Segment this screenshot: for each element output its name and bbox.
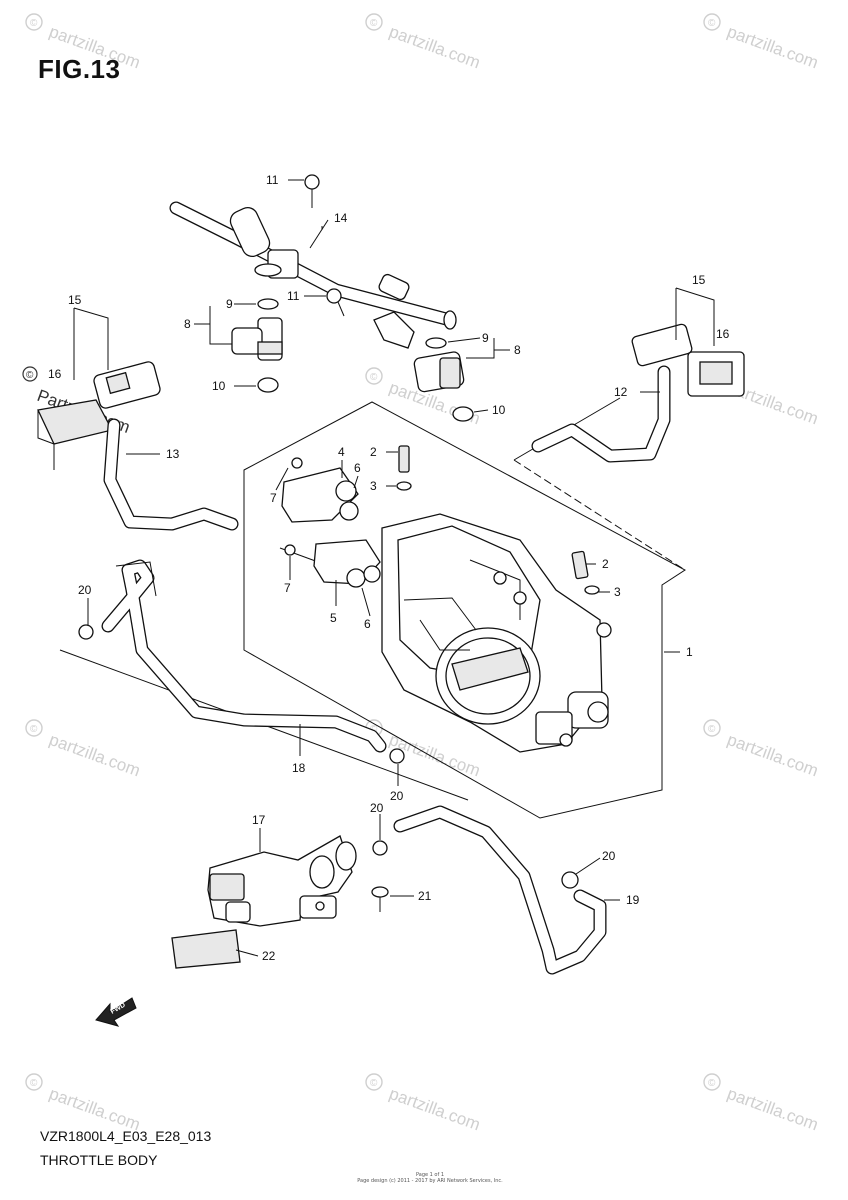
svg-text:©: © — [708, 724, 716, 735]
callout-20-a: 20 — [78, 583, 92, 597]
solenoid-valve — [207, 835, 357, 927]
bolt-2-upper — [396, 445, 412, 491]
throttle-body — [381, 513, 612, 753]
screw-11-top — [304, 174, 320, 208]
callout-21: 21 — [418, 889, 432, 903]
callout-3-lower: 3 — [614, 585, 621, 599]
callout-11-mid: 11 — [287, 289, 300, 303]
fuel-delivery-pipe — [169, 201, 457, 349]
svg-text:©: © — [370, 724, 378, 735]
svg-text:©: © — [30, 1078, 38, 1089]
assembly-outline — [59, 397, 686, 819]
svg-text:©: © — [370, 372, 378, 383]
callout-14: 14 — [334, 211, 348, 225]
throttle-position-sensor — [281, 457, 359, 523]
callouts: 11 14 11 9 8 10 9 8 10 15 16 15 16 12 13… — [48, 173, 730, 963]
svg-text:partzilla.com: partzilla.com — [725, 1084, 821, 1134]
clamp-20-b — [389, 748, 405, 764]
fine-print-line-2: Page design (c) 2011 - 2017 by ARI Netwo… — [357, 1178, 503, 1184]
bolt-2-lower — [571, 550, 600, 595]
pad-22 — [171, 929, 241, 969]
screw-21 — [371, 886, 389, 912]
leader-lines — [73, 179, 715, 957]
sensor-connector-right — [631, 323, 745, 397]
svg-text:©: © — [708, 18, 716, 29]
sensor-connector-left — [37, 361, 161, 470]
callout-7-upper: 7 — [270, 491, 277, 505]
callout-18: 18 — [292, 761, 306, 775]
callout-20-c: 20 — [370, 801, 384, 815]
svg-text:partzilla.com: partzilla.com — [47, 1084, 143, 1134]
callout-10-right: 10 — [492, 403, 506, 417]
callout-9-right: 9 — [482, 331, 489, 345]
callout-20-d: 20 — [602, 849, 616, 863]
svg-text:partzilla.com: partzilla.com — [47, 730, 143, 780]
callout-5: 5 — [330, 611, 337, 625]
svg-text:©: © — [370, 1078, 378, 1089]
callout-19: 19 — [626, 893, 640, 907]
svg-text:©: © — [370, 18, 378, 29]
callout-13: 13 — [166, 447, 180, 461]
watermark-lower-left: © partzilla.com — [25, 719, 143, 780]
callout-17: 17 — [252, 813, 266, 827]
injector-left — [231, 298, 283, 393]
vacuum-hose-18 — [101, 559, 387, 753]
callout-7-lower: 7 — [284, 581, 291, 595]
vacuum-hose-13 — [103, 418, 239, 531]
svg-text:partzilla.com: partzilla.com — [387, 1084, 483, 1134]
injector-right — [413, 337, 474, 422]
callout-16-right: 16 — [716, 327, 730, 341]
clamp-20-a — [78, 624, 94, 640]
figure-title: FIG.13 — [38, 54, 121, 84]
callout-3-upper: 3 — [370, 479, 377, 493]
callout-12: 12 — [614, 385, 628, 399]
callout-15-left: 15 — [68, 293, 82, 307]
svg-text:©: © — [708, 1078, 716, 1089]
callout-22: 22 — [262, 949, 276, 963]
callout-6-upper: 6 — [354, 461, 361, 475]
callout-2-upper: 2 — [370, 445, 377, 459]
fine-print: Page 1 of 1 Page design (c) 2011 - 2017 … — [350, 1172, 510, 1184]
watermark-bottom-center: © partzilla.com — [365, 1073, 483, 1134]
clamp-20-c — [372, 840, 388, 856]
callout-20-b: 20 — [390, 789, 404, 803]
fwd-arrow-icon: FWD — [95, 997, 137, 1027]
callout-15-right: 15 — [692, 273, 706, 287]
clamp-20-d — [561, 871, 579, 889]
callout-8-left: 8 — [184, 317, 191, 331]
svg-text:©: © — [30, 724, 38, 735]
watermark-bottom-right: © partzilla.com — [703, 1073, 821, 1134]
screw-11-mid — [326, 288, 345, 317]
callout-16-left: 16 — [48, 367, 62, 381]
diagram-name: THROTTLE BODY — [40, 1152, 158, 1168]
callout-11-top: 11 — [266, 173, 279, 187]
callout-4: 4 — [338, 445, 345, 459]
callout-1: 1 — [686, 645, 693, 659]
svg-text:partzilla.com: partzilla.com — [387, 22, 483, 72]
callout-2-lower: 2 — [602, 557, 609, 571]
diagram-code: VZR1800L4_E03_E28_013 — [40, 1128, 212, 1144]
callout-8-right: 8 — [514, 343, 521, 357]
svg-text:partzilla.com: partzilla.com — [725, 730, 821, 780]
svg-text:©: © — [30, 18, 38, 29]
svg-text:©: © — [26, 370, 34, 381]
vacuum-hose-12 — [531, 365, 671, 463]
watermark-top-left: © partzilla.com — [25, 13, 143, 72]
callout-6-lower: 6 — [364, 617, 371, 631]
fine-print-line-1: Page 1 of 1 — [415, 1172, 445, 1178]
callout-10-left: 10 — [212, 379, 226, 393]
svg-text:partzilla.com: partzilla.com — [47, 22, 143, 72]
callout-9-left: 9 — [226, 297, 233, 311]
secondary-throttle-sensor — [284, 539, 381, 588]
watermark-lower-right: © partzilla.com — [703, 719, 821, 780]
vacuum-hose-19 — [393, 805, 607, 975]
watermark-bottom-left: © partzilla.com — [25, 1073, 143, 1134]
watermark-top-right: © partzilla.com — [703, 13, 821, 72]
watermark-top-center: © partzilla.com — [365, 13, 483, 72]
svg-text:partzilla.com: partzilla.com — [725, 22, 821, 72]
